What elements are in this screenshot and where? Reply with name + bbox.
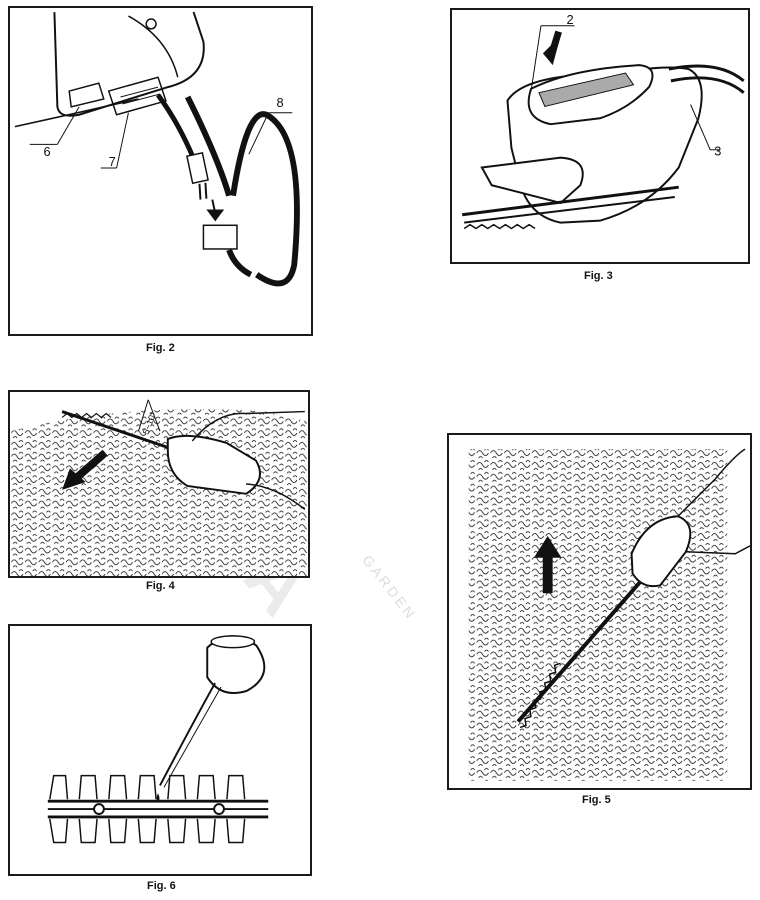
fig2-callout-6: 6	[44, 144, 51, 159]
fig2-callout-7: 7	[109, 154, 116, 169]
figure-2: 6 7 8	[8, 6, 313, 336]
fig3-callout-3: 3	[714, 144, 721, 159]
brand-watermark-sub: GARDEN	[359, 552, 420, 624]
fig4-caption: Fig. 4	[146, 580, 175, 592]
figure-4: 5~10°	[8, 390, 310, 578]
figure-3: 2 3	[450, 8, 750, 264]
fig2-illustration: 6 7 8	[14, 11, 300, 287]
fig6-illustration	[47, 635, 269, 844]
fig4-illustration: 5~10°	[11, 399, 307, 576]
fig6-caption: Fig. 6	[147, 880, 176, 892]
fig3-illustration: 2 3	[462, 12, 745, 230]
fig2-callout-8: 8	[276, 95, 283, 110]
figure-6	[8, 624, 312, 876]
fig5-illustration	[468, 448, 750, 781]
fig2-caption: Fig. 2	[146, 342, 175, 354]
fig5-caption: Fig. 5	[582, 794, 611, 806]
figure-5	[447, 433, 752, 790]
fig3-caption: Fig. 3	[584, 270, 613, 282]
fig3-callout-2: 2	[567, 12, 574, 27]
